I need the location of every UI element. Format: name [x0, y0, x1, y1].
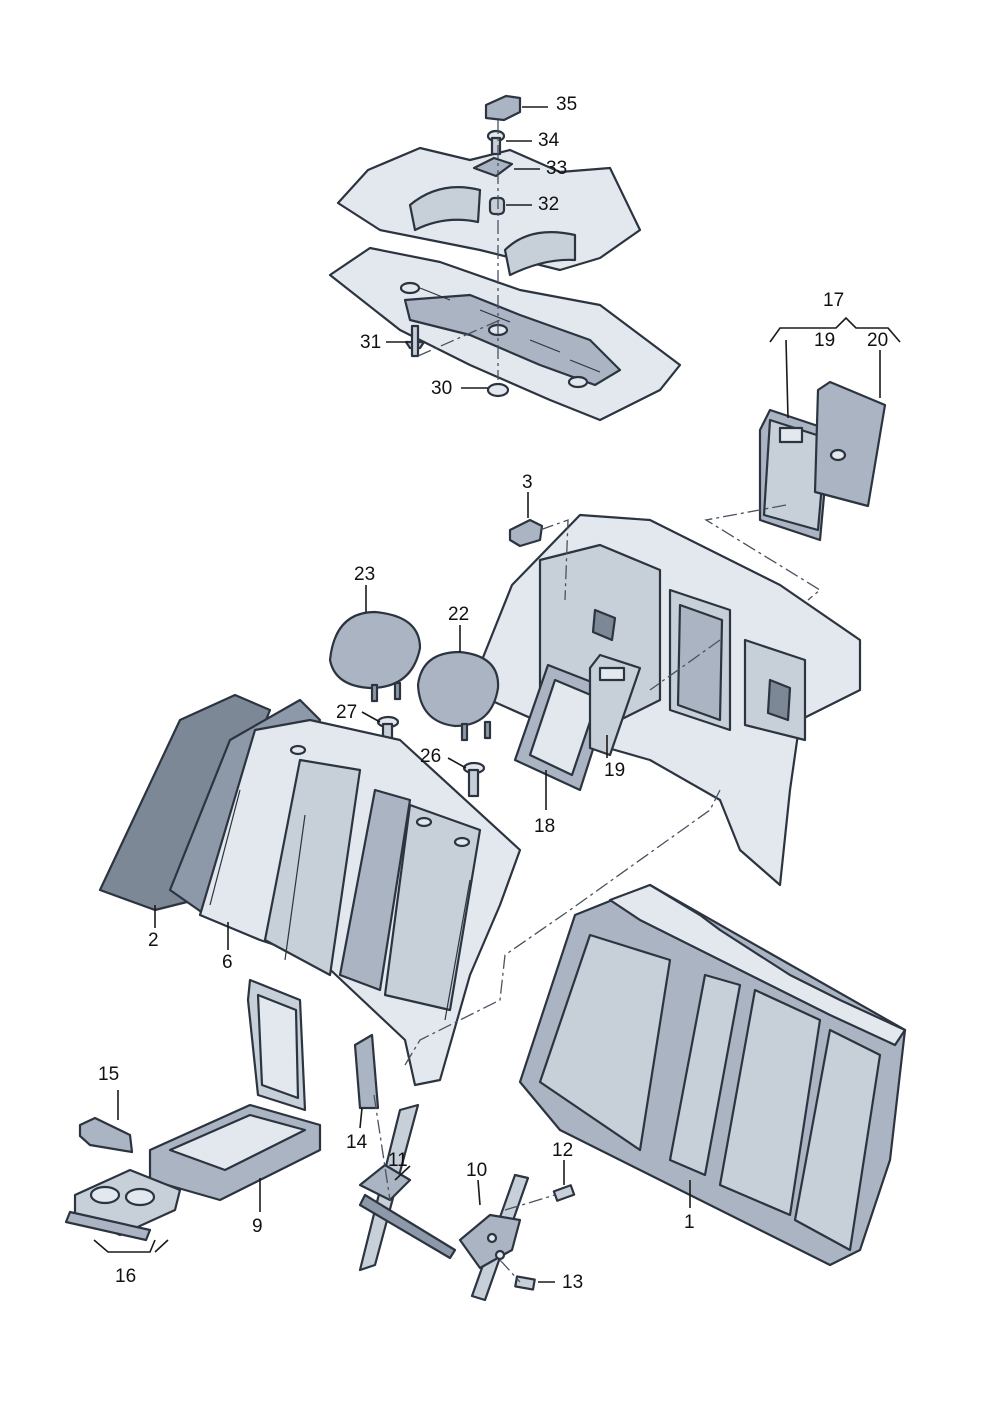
part-1-backrest-frame	[518, 883, 907, 1267]
callout-15: 15	[98, 1064, 119, 1085]
assembly-line-18	[649, 639, 721, 691]
callout-20: 20	[867, 330, 888, 351]
part-9-armrest	[148, 978, 322, 1202]
callout-16: 16	[115, 1266, 136, 1287]
callout-9: 9	[252, 1216, 263, 1237]
callout-18: 18	[534, 816, 555, 837]
part-11-hinge	[358, 1103, 457, 1272]
callout-26: 26	[420, 746, 441, 767]
part-13-screw	[514, 1275, 536, 1291]
part-10-hinge	[458, 1173, 530, 1302]
part-31-rivet	[404, 324, 426, 358]
callout-2: 2	[148, 930, 159, 951]
part-14-bracket	[353, 1033, 380, 1110]
callout-1: 1	[684, 1212, 695, 1233]
part-32-spacer	[488, 196, 506, 216]
callout-labels: 35 34 33 32 31 30 3 17 19 20 23 22 27 26…	[98, 94, 888, 1293]
callout-10: 10	[466, 1160, 487, 1181]
callout-13: 13	[562, 1272, 583, 1293]
part-33-clip	[472, 156, 514, 178]
part-22-headrest	[416, 650, 500, 742]
part-26-guide	[462, 761, 486, 798]
callout-14: 14	[346, 1132, 368, 1153]
callout-17: 17	[823, 290, 844, 311]
part-23-headrest	[328, 610, 422, 703]
assembly-line-rivet	[417, 319, 501, 357]
callout-19-top: 19	[814, 330, 835, 351]
assembly-line-screws	[499, 1194, 556, 1283]
part-19b-cover	[588, 653, 642, 757]
part-35-cap	[484, 94, 522, 122]
part-30-washer	[486, 382, 510, 398]
part-20-panel	[813, 380, 887, 508]
callout-22: 22	[448, 604, 469, 625]
callout-23: 23	[354, 564, 375, 585]
parcel-shelf	[328, 146, 682, 422]
assembly-line-3	[539, 519, 569, 601]
part-19-cover	[758, 408, 832, 542]
part-15-insert	[78, 1116, 134, 1154]
backrest-cushion	[198, 718, 522, 1087]
callout-11: 11	[388, 1150, 408, 1171]
callout-34: 34	[538, 130, 560, 151]
callout-6: 6	[222, 952, 233, 973]
callout-12: 12	[552, 1140, 573, 1161]
part-12-screw	[552, 1184, 576, 1202]
part-34-bolt	[486, 129, 506, 156]
callout-30: 30	[431, 378, 452, 399]
part-16-cupholder	[64, 1168, 182, 1242]
part-3-clip	[508, 518, 544, 548]
assembly-line-backrest	[404, 789, 721, 1066]
leader-lines	[93, 106, 901, 1283]
callout-27: 27	[336, 702, 357, 723]
callout-33: 33	[546, 158, 567, 179]
callout-32: 32	[538, 194, 559, 215]
callout-3: 3	[522, 472, 533, 493]
callout-31: 31	[360, 332, 381, 353]
assembly-line-14	[373, 1094, 391, 1201]
callout-19-lower: 19	[604, 760, 625, 781]
callout-35: 35	[556, 94, 577, 115]
